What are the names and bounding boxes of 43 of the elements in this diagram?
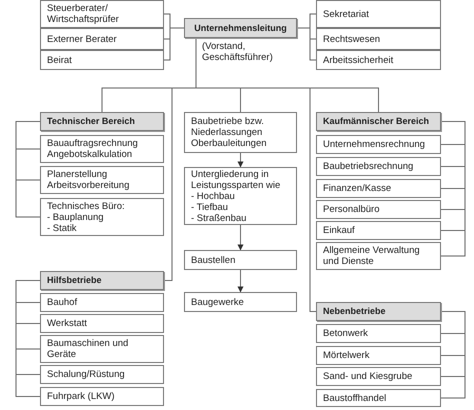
- unit-box: Baubetriebsrechnung: [316, 157, 441, 176]
- unit-box: Sekretariat: [316, 0, 441, 28]
- unit-box: Bauauftragsrechnung Angebotskalkulation: [40, 135, 164, 163]
- unit-box: Schalung/Rüstung: [40, 365, 164, 384]
- unit-box: Personalbüro: [316, 200, 441, 219]
- unit-box: Finanzen/Kasse: [316, 179, 441, 198]
- unit-box: Allgemeine Verwaltung und Dienste: [316, 242, 441, 270]
- unit-box: Rechtswesen: [316, 28, 441, 50]
- header-box: Technischer Bereich: [40, 112, 164, 131]
- header-box: Hilfsbetriebe: [40, 271, 164, 290]
- unit-box: Baustoffhandel: [316, 389, 441, 407]
- connector-line: [440, 311, 466, 398]
- unit-box: Technisches Büro: - Bauplanung - Statik: [40, 198, 164, 236]
- connector-line: [440, 121, 466, 256]
- unit-box: Arbeitssicherheit: [316, 50, 441, 70]
- unit-box: Steuerberater/ Wirtschaftsprüfer: [40, 0, 164, 28]
- unit-box: Baubetriebe bzw. Niederlassungen Oberbauleitungen: [184, 112, 297, 153]
- unit-box: Bauhof: [40, 293, 164, 312]
- connector-line: [296, 28, 316, 60]
- unit-box: Sand- und Kiesgrube: [316, 367, 441, 386]
- header-box: Kaufmännischer Bereich: [316, 112, 441, 131]
- unit-box: Einkauf: [316, 221, 441, 240]
- unit-box: Unternehmensrechnung: [316, 135, 441, 154]
- header-box: Nebenbetriebe: [316, 302, 441, 321]
- unit-box: Baugewerke: [184, 292, 297, 312]
- unit-box: Planerstellung Arbeitsvorbereitung: [40, 166, 164, 194]
- unit-box: Mörtelwerk: [316, 346, 441, 365]
- unit-box: Baumaschinen und Geräte: [40, 335, 164, 363]
- unit-box: Beirat: [40, 50, 164, 70]
- unit-box: Werkstatt: [40, 314, 164, 333]
- unit-box: Baustellen: [184, 250, 297, 270]
- connector-line: [164, 28, 184, 60]
- connector-line: [16, 121, 40, 218]
- node-caption: (Vorstand, Geschäftsführer): [202, 41, 274, 63]
- unit-box: Fuhrpark (LKW): [40, 387, 164, 406]
- unit-box: Betonwerk: [316, 324, 441, 343]
- connector-line: [16, 280, 40, 397]
- connector-line: [238, 270, 244, 292]
- connector-line: [238, 224, 244, 250]
- unit-box: Externer Berater: [40, 28, 164, 50]
- connector-line: [238, 152, 244, 168]
- header-box: Unternehmensleitung: [184, 18, 297, 38]
- unit-box: Untergliederung in Leistungssparten wie - Hochbau - Tiefbau - Straßenbau: [184, 167, 297, 225]
